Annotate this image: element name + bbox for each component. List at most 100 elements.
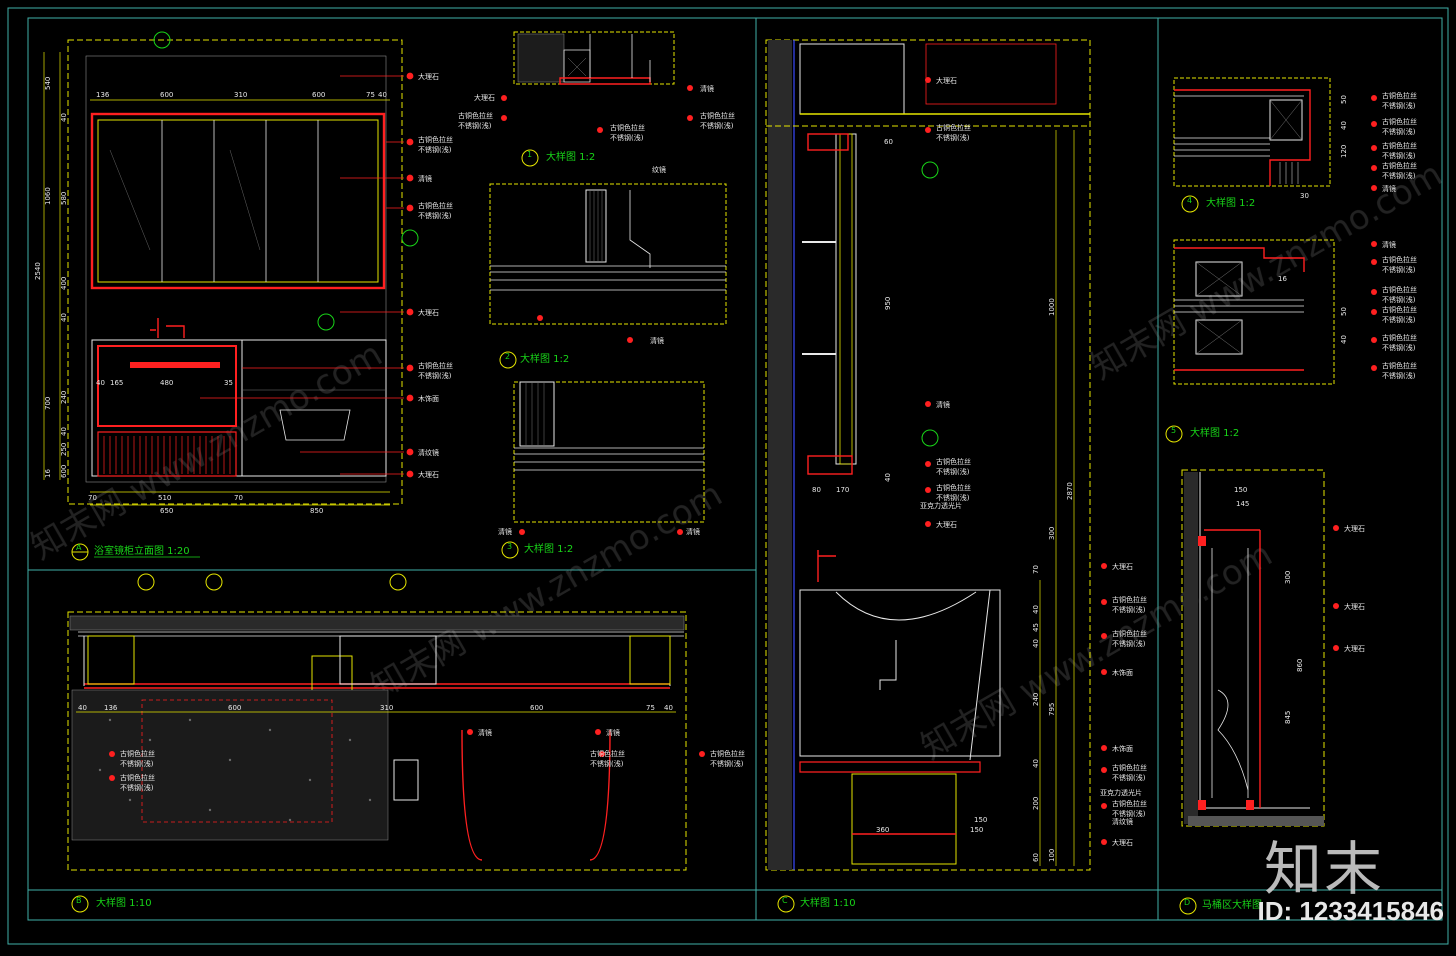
dim-label: 45 (1032, 623, 1040, 632)
material-label: 古铜色拉丝 (700, 111, 735, 120)
material-label: 不锈钢(浅) (418, 145, 452, 154)
material-label: 大理石 (1344, 602, 1365, 611)
dim-label: 950 (884, 297, 892, 310)
dim-label: 700 (44, 397, 52, 410)
material-label: 木饰面 (1112, 744, 1133, 753)
material-label: 古铜色拉丝 (1382, 333, 1417, 342)
material-label: 不锈钢(浅) (1382, 343, 1416, 352)
material-label: 不锈钢(浅) (1382, 171, 1416, 180)
material-label: 大理石 (418, 308, 439, 317)
material-label: 清镜 (936, 400, 950, 409)
material-label: 不锈钢(浅) (590, 759, 624, 768)
dim-label: 845 (1284, 711, 1292, 724)
material-label: 不锈钢(浅) (936, 467, 970, 476)
dim-label: 70 (1032, 565, 1040, 574)
material-label: 不锈钢(浅) (120, 759, 154, 768)
elevation-a: 136 600 310 600 75 40 40 165 480 35 70 5… (34, 31, 453, 515)
dim-label: 240 (60, 391, 68, 404)
dim-label: 300 (1284, 571, 1292, 584)
material-label: 古铜色拉丝 (1382, 305, 1417, 314)
dim-label: 200 (1032, 797, 1040, 810)
dim-label: 510 (158, 494, 171, 502)
dim-label: 170 (836, 486, 849, 494)
material-label: 清镜 (478, 728, 492, 737)
material-label: 古铜色拉丝 (1382, 161, 1417, 170)
material-label: 古铜色拉丝 (1112, 629, 1147, 638)
material-label: 清纹镜 (1112, 817, 1133, 826)
dim-label: 70 (88, 494, 97, 502)
sheet-id: ID: 1233415846 (1257, 896, 1444, 926)
dim-label: 150 (1234, 486, 1247, 494)
dim-label: 580 (60, 192, 68, 205)
material-label: 大理石 (418, 470, 439, 479)
material-label: 古铜色拉丝 (1112, 763, 1147, 772)
material-label: 不锈钢(浅) (1382, 101, 1416, 110)
material-label: 木饰面 (418, 394, 439, 403)
material-label: 大理石 (936, 76, 957, 85)
dim-label: 850 (310, 507, 323, 515)
brand-logo: 知末 (1263, 835, 1384, 903)
dim-label: 35 (224, 379, 233, 387)
material-label: 古铜色拉丝 (120, 773, 155, 782)
dim-label: 145 (1236, 500, 1249, 508)
dim-label: 40 (60, 427, 68, 436)
material-label: 不锈钢(浅) (1382, 371, 1416, 380)
title-text: 浴室镜柜立面图 1:20 (94, 544, 190, 557)
material-label: 古铜色拉丝 (1112, 799, 1147, 808)
dim-label: 600 (60, 465, 68, 478)
dim-label: 80 (812, 486, 821, 494)
title-text: 大样图 1:2 (1190, 426, 1239, 439)
dim-label: 40 (378, 91, 387, 99)
dim-label: 360 (876, 826, 889, 834)
dim-label: 60 (884, 138, 893, 146)
dim-label: 250 (60, 443, 68, 456)
dim-label: 136 (104, 704, 118, 712)
dim-label: 40 (664, 704, 673, 712)
title-tag: 5 (1171, 426, 1176, 435)
material-label: 大理石 (418, 72, 439, 81)
material-label: 古铜色拉丝 (1382, 117, 1417, 126)
dim-label: 650 (160, 507, 173, 515)
material-label: 不锈钢(浅) (1112, 605, 1146, 614)
watermark: 知末网 www.znzmo.com (915, 534, 1280, 768)
dim-label: 120 (1340, 145, 1348, 158)
dim-label: 100 (1048, 849, 1056, 862)
material-label: 古铜色拉丝 (1382, 285, 1417, 294)
material-label: 古铜色拉丝 (458, 111, 493, 120)
dim-label: 480 (160, 379, 173, 387)
material-label: 不锈钢(浅) (1112, 773, 1146, 782)
material-label: 不锈钢(浅) (458, 121, 492, 130)
material-label: 亚克力透光片 (920, 501, 962, 510)
dim-label: 40 (1032, 605, 1040, 614)
dim-label: 40 (1340, 121, 1348, 130)
material-label: 大理石 (1344, 644, 1365, 653)
title-tag: 1 (527, 150, 532, 159)
dim-label: 40 (1032, 639, 1040, 648)
dim-label: 600 (312, 91, 325, 99)
material-label: 不锈钢(浅) (1112, 809, 1146, 818)
material-label: 古铜色拉丝 (936, 457, 971, 466)
title-tag: A (76, 543, 82, 552)
dim-label: 1000 (1048, 298, 1056, 316)
material-label: 古铜色拉丝 (120, 749, 155, 758)
detail-b: 40 136 600 310 600 75 40 古铜色拉丝 不锈钢(浅) 古铜… (67, 573, 745, 913)
detail-c: 950 1000 2870 300 60 80 40 170 70 40 45 … (765, 39, 1147, 913)
dim-label: 40 (1340, 335, 1348, 344)
dim-label: 310 (234, 91, 247, 99)
material-label: 不锈钢(浅) (710, 759, 744, 768)
material-label: 古铜色拉丝 (1382, 91, 1417, 100)
title-text: 大样图 1:2 (1206, 196, 1255, 209)
material-label: 不锈钢(浅) (1382, 151, 1416, 160)
material-label: 不锈钢(浅) (1382, 127, 1416, 136)
dim-label: 150 (974, 816, 987, 824)
detail-2: 纹镜 清镜 2 大样图 1:2 (489, 165, 727, 369)
material-label: 大理石 (1112, 838, 1133, 847)
dim-label: 600 (228, 704, 241, 712)
dim-label: 600 (160, 91, 173, 99)
title-text: 大样图 1:2 (546, 150, 595, 163)
material-label: 古铜色拉丝 (1382, 255, 1417, 264)
material-label: 大理石 (474, 93, 495, 102)
title-text: 大样图 1:2 (520, 352, 569, 365)
material-label: 木饰面 (1112, 668, 1133, 677)
